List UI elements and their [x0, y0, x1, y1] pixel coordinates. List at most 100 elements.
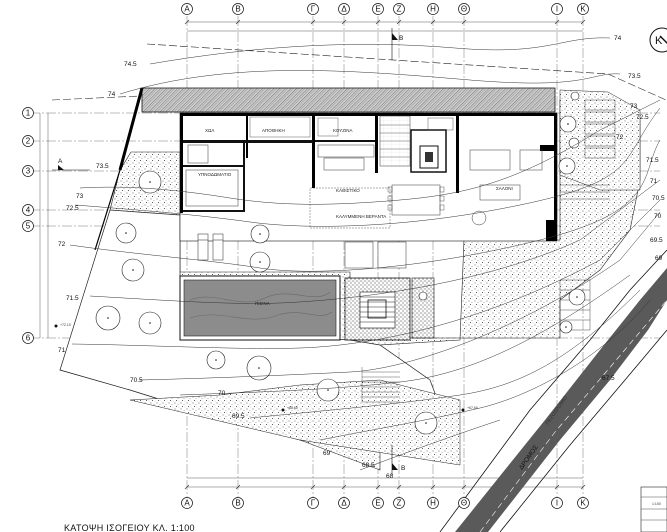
tree [418, 291, 428, 301]
axis-label-top-circle [372, 3, 384, 15]
contour-label: 67.5 [602, 375, 615, 382]
axis-label-top-circle [393, 3, 405, 15]
axis-label-bottom-circle [427, 497, 439, 509]
level-marker: +72.10 [60, 323, 71, 327]
contour-label: 72.5 [636, 114, 649, 121]
axis-label-bottom-circle [338, 497, 350, 509]
contour-label: 70.5 [652, 195, 665, 202]
contour-label: 71.5 [66, 295, 79, 302]
dimension-lines [39, 19, 586, 490]
sun-loungers [197, 233, 224, 261]
north-arrow: K [649, 27, 667, 53]
axis-label-left: 6 [26, 334, 31, 343]
axis-label-bottom: A [184, 499, 190, 508]
axis-label-top-circle [427, 3, 439, 15]
plot-boundary-left [51, 95, 141, 101]
axis-label-bottom-circle [372, 497, 384, 509]
room-label-wc: ΧΩΛ [205, 128, 214, 133]
retaining-wall-zone [141, 87, 556, 113]
axis-label-left: 4 [26, 206, 31, 215]
section-label-left: A [58, 158, 63, 165]
contour-label: 70 [218, 390, 226, 397]
contour-label: 69 [655, 255, 663, 262]
axis-label-bottom-circle [181, 497, 193, 509]
axis-label-left: 3 [26, 167, 31, 176]
axis-label-top-circle [232, 3, 244, 15]
axis-label-top: E [375, 5, 380, 14]
boundary-wall-west [118, 87, 144, 171]
axis-label-bottom-circle [577, 497, 589, 509]
contour-lines [69, 37, 661, 471]
axis-label-top-circle [307, 3, 319, 15]
axis-label-top: Z [397, 5, 402, 14]
axis-label-bottom-circle [458, 497, 470, 509]
level-markers: +67.60 +68.60 +72.10 [54, 323, 478, 412]
section-mark-top: B [391, 28, 403, 60]
section-label-top: B [399, 35, 403, 42]
section-label-bottom: B [401, 465, 405, 472]
axis-label-top: B [235, 5, 240, 14]
axis-label-bottom-circle [307, 497, 319, 509]
axis-label-top: Θ [461, 5, 467, 14]
tree [570, 91, 580, 101]
axis-label-left-circle [22, 107, 34, 119]
contour-label: 69 [323, 450, 331, 457]
tree [568, 137, 580, 149]
room-label-storage: ΑΠΟΘΗΚΗ [262, 128, 285, 133]
axis-label-bottom: H [430, 499, 436, 508]
contour-label: 73 [76, 193, 84, 200]
contour-label: 68.5 [362, 462, 375, 469]
stair-core [344, 241, 435, 403]
axis-label-top-circle [181, 3, 193, 15]
swimming-pool [179, 275, 341, 341]
contour-label: 73.5 [628, 73, 641, 80]
lower-garden-strip [129, 379, 461, 466]
room-labels: ΣΑΛΟΝΙ ΚΑΘΙΣΤΙΚΟ ΚΟΥΖΙΝΑ ΑΠΟΘΗΚΗ ΧΩΛ ΥΠΝ… [198, 128, 513, 306]
axis-label-bottom: B [235, 499, 240, 508]
room-label-veranda: ΚΑΛΥΜΜΕΝΗ ΒΕΡΑΝΤΑ [336, 214, 386, 219]
title-block: 1:100 [640, 486, 667, 532]
boundary-wall-west-2 [94, 169, 121, 251]
axis-label-bottom: E [375, 499, 380, 508]
section-mark-bottom: B [391, 445, 405, 475]
axis-label-top: Δ [341, 5, 347, 14]
axis-label-top: K [580, 5, 586, 14]
contour-label: 68 [386, 473, 394, 480]
contour-label: 74.5 [124, 61, 137, 68]
contour-label: 72 [58, 241, 66, 248]
axis-label-top-circle [551, 3, 563, 15]
axis-label-left-circle [22, 204, 34, 216]
contour-label: 69.5 [650, 237, 663, 244]
axis-label-bottom: I [556, 499, 558, 508]
contour-label: 73.5 [96, 163, 109, 170]
axis-label-top-circle [338, 3, 350, 15]
axis-label-bottom-circle [551, 497, 563, 509]
tree-centers [107, 123, 578, 424]
axis-label-left: 5 [26, 222, 31, 231]
level-marker: +67.60 [467, 406, 478, 410]
contour-label: 69.5 [232, 413, 245, 420]
axis-label-left-circle [22, 220, 34, 232]
contour-label: 71.5 [646, 157, 659, 164]
axis-label-bottom: Γ [311, 499, 316, 508]
contour-label: 72 [616, 134, 624, 141]
axis-label-top-circle [458, 3, 470, 15]
axis-label-top-circle [577, 3, 589, 15]
room-label-living: ΣΑΛΟΝΙ [496, 186, 513, 191]
axis-label-top: H [430, 5, 436, 14]
room-label-kitchen: ΚΟΥΖΙΝΑ [333, 128, 352, 133]
axis-label-bottom-circle [393, 497, 405, 509]
axis-label-bottom: Θ [461, 499, 467, 508]
contour-label: 74 [614, 35, 622, 42]
axis-label-top: A [184, 5, 190, 14]
contour-label: 71 [650, 178, 658, 185]
contour-label: 73 [630, 103, 638, 110]
axis-label-left: 1 [26, 109, 31, 118]
axis-label-left-circle [22, 165, 34, 177]
contour-labels: 7474.57473.57372.57271.57170.57069.56968… [58, 35, 665, 480]
axis-label-bottom: Z [397, 499, 402, 508]
contour-label: 72.5 [66, 205, 79, 212]
